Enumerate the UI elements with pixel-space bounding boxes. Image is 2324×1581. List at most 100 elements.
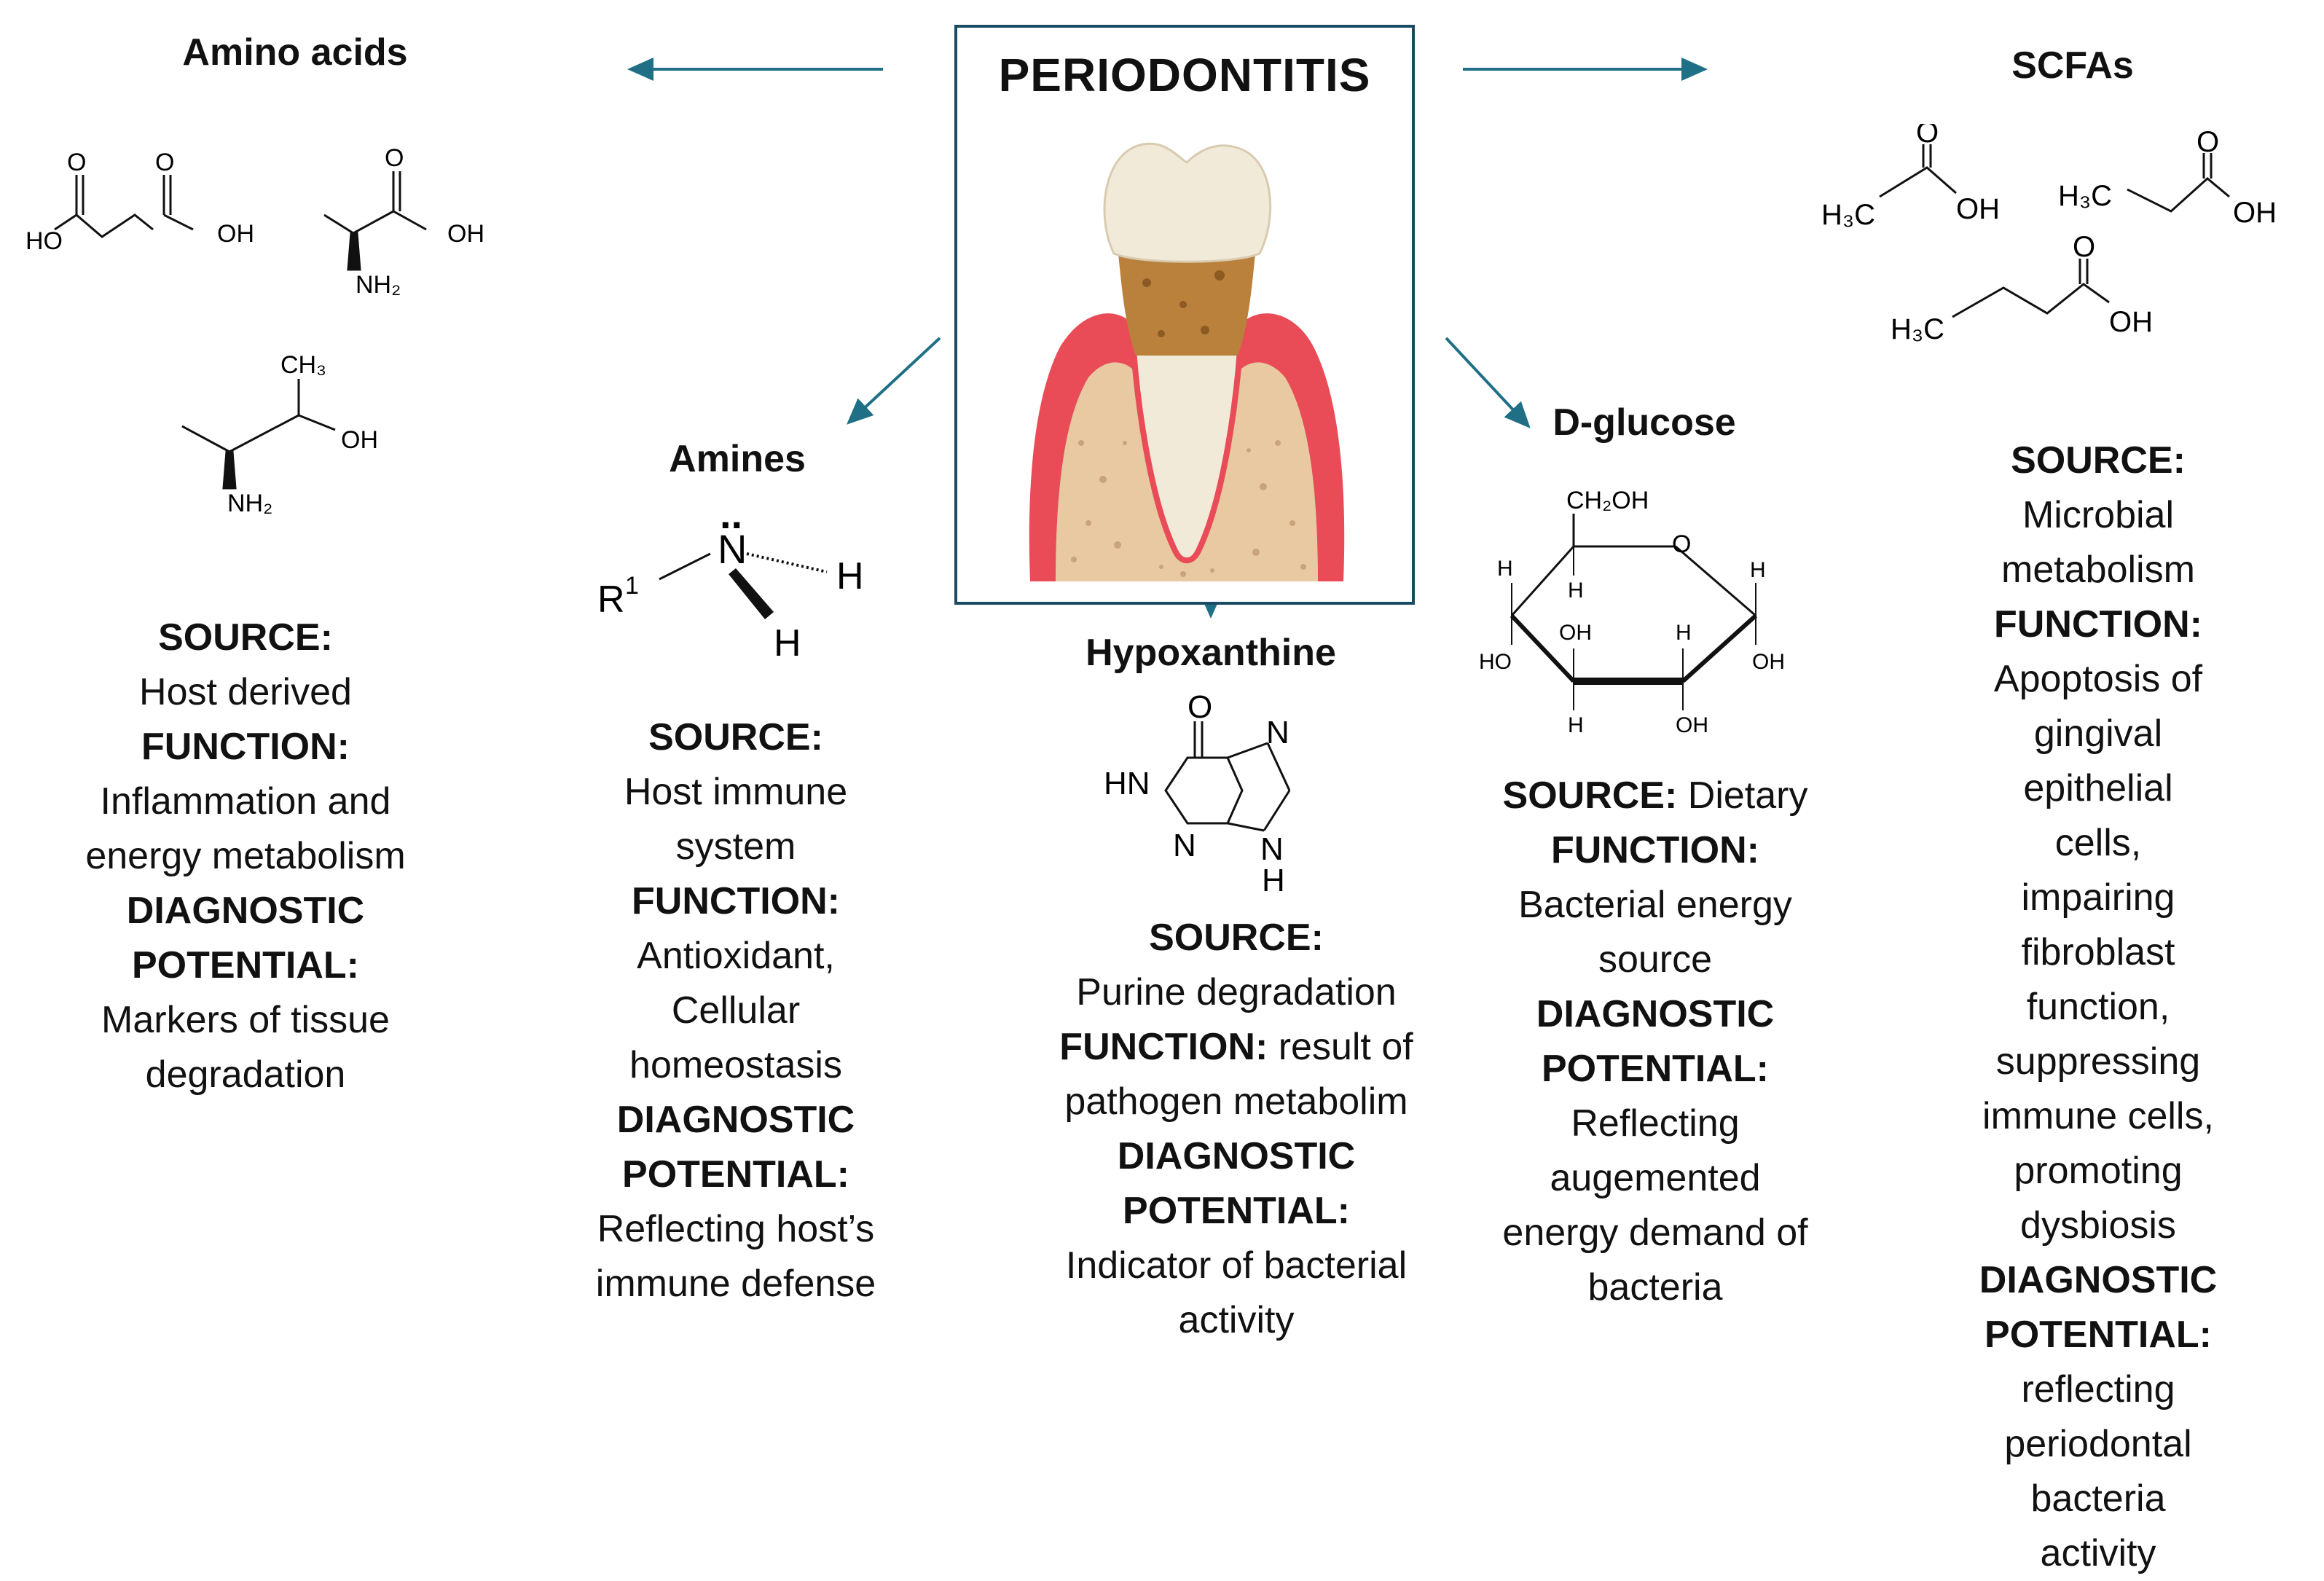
bone-texture xyxy=(1071,440,1306,577)
glucose-h-3: H xyxy=(1750,558,1766,582)
scfa-diag-label-2: POTENTIAL: xyxy=(1985,1314,2212,1356)
amine-h-2: H xyxy=(774,622,801,664)
hypox-function-2: pathogen metabolim xyxy=(1064,1080,1408,1123)
amino-function-label: FUNCTION: xyxy=(141,726,350,768)
amines-diag-label-1: DIAGNOSTIC xyxy=(616,1099,855,1141)
arrow-to-dglucose xyxy=(1445,337,1531,428)
hypox-n1: N xyxy=(1266,715,1289,750)
scfas-structures: H₃C O OH H₃C O OH H₃C O OH xyxy=(1821,124,2277,345)
dglucose-title: D-glucose xyxy=(1552,401,1736,444)
scfa-function-3: impairing fibroblast xyxy=(2021,876,2175,973)
glucose-h-2: H xyxy=(1568,578,1584,603)
scfa-diag-2: bacteria activity xyxy=(2030,1478,2166,1574)
amine-structure: R 1 N .. H H xyxy=(597,503,864,664)
hypox-diag-label-2: POTENTIAL: xyxy=(1123,1190,1350,1232)
amino-diag-1: Markers of tissue xyxy=(101,999,390,1041)
amines-diag-label-2: POTENTIAL: xyxy=(622,1153,849,1196)
scfa-function-4: function, suppressing xyxy=(1995,986,2201,1083)
glucose-oh-3: OH xyxy=(1676,713,1708,737)
tooth-root xyxy=(1128,323,1245,564)
amines-title: Amines xyxy=(669,438,806,480)
hypox-o: O xyxy=(1187,689,1212,725)
scfa-h3c-3: H₃C xyxy=(1891,313,1944,345)
amino-function-2: energy metabolism xyxy=(85,835,406,877)
hypox-diag-1: Indicator of bacterial xyxy=(1065,1244,1408,1287)
glucose-diag-2: augemented xyxy=(1550,1157,1761,1199)
scfa-function-6: promoting dysbiosis xyxy=(2014,1150,2183,1247)
glucose-diag-3: energy demand of xyxy=(1502,1212,1808,1254)
hypox-source: Purine degradation xyxy=(1076,971,1397,1013)
amino-diag-label-1: DIAGNOSTIC xyxy=(126,890,365,932)
glucose-o: O xyxy=(1672,530,1691,558)
scfa-h3c-2: H₃C xyxy=(2058,180,2112,212)
glucose-h-4: H xyxy=(1676,621,1692,645)
chem-nh2-1: NH₂ xyxy=(356,271,401,299)
scfa-o-2: O xyxy=(2197,126,2219,158)
glucose-ch2oh: CH₂OH xyxy=(1566,487,1649,514)
glucose-diag-4: bacteria xyxy=(1587,1266,1723,1309)
amines-function-1: Antioxidant, xyxy=(637,935,835,977)
dglucose-structure: CH₂OH O H H H H H OH OH OH HO xyxy=(1479,487,1785,737)
hypox-hn: HN xyxy=(1104,766,1150,801)
hypox-n3: N xyxy=(1260,831,1284,867)
chem-o-3: O xyxy=(385,144,404,172)
scfa-function-5: immune cells, xyxy=(1982,1095,2214,1137)
scfa-function-2: epithelial cells, xyxy=(2023,767,2173,864)
amino-function-1: Inflammation and xyxy=(100,780,391,823)
hypoxanthine-title: Hypoxanthine xyxy=(1086,632,1336,674)
hypoxanthine-structure: O HN N N N H xyxy=(1104,689,1291,898)
amino-source: Host derived xyxy=(139,671,352,713)
glucose-diag-1: Reflecting xyxy=(1571,1102,1740,1145)
amines-source-label: SOURCE: xyxy=(648,716,823,758)
glucose-h-5: H xyxy=(1568,713,1584,737)
amine-h-1: H xyxy=(836,555,864,597)
chem-nh2-2: NH₂ xyxy=(227,490,272,517)
scfa-h3c-1: H₃C xyxy=(1821,199,1875,231)
scfa-o-1: O xyxy=(1916,124,1939,149)
glucose-diag-label-2: POTENTIAL: xyxy=(1542,1048,1769,1090)
hypox-source-label: SOURCE: xyxy=(1149,917,1324,959)
glucose-oh-2: OH xyxy=(1752,650,1785,674)
amines-info: SOURCE: Host immune system FUNCTION: Ant… xyxy=(596,710,876,1311)
amino-acids-structures: HO OH O O OH O NH₂ CH₃ OH NH₂ xyxy=(25,144,484,517)
hypox-function-inline: result of xyxy=(1278,1026,1413,1068)
amines-function-2: Cellular xyxy=(671,989,801,1032)
tooth-crown xyxy=(1103,142,1272,263)
amino-diag-label-2: POTENTIAL: xyxy=(132,944,359,986)
amine-n: N xyxy=(718,526,747,572)
amine-r: R xyxy=(597,578,625,621)
scfa-function-label: FUNCTION: xyxy=(1994,603,2202,646)
scfa-source-inline: Microbial xyxy=(2022,494,2175,536)
scfa-oh-2: OH xyxy=(2233,197,2277,229)
periodontitis-box: PERIODONTITIS xyxy=(954,25,1415,605)
amino-acids-title: Amino acids xyxy=(182,31,408,74)
chem-ho: HO xyxy=(25,227,63,255)
hypox-n2: N xyxy=(1173,828,1196,863)
dglucose-info: SOURCE: Dietary FUNCTION: Bacterial ener… xyxy=(1502,769,1807,1315)
scfa-source-label: SOURCE: xyxy=(2011,439,2186,482)
glucose-diag-label-1: DIAGNOSTIC xyxy=(1536,993,1775,1035)
amines-function-3: homeostasis xyxy=(629,1044,842,1086)
tooth-illustration xyxy=(1029,142,1345,581)
glucose-source-inline: Dietary xyxy=(1687,774,1808,817)
calculus-spots xyxy=(1142,270,1225,337)
glucose-oh-1: OH xyxy=(1559,621,1592,645)
chem-o-2: O xyxy=(155,149,174,176)
glucose-h-1: H xyxy=(1497,557,1513,581)
amino-acids-info: SOURCE: Host derived FUNCTION: Inflammat… xyxy=(85,611,405,1102)
chem-ch3: CH₃ xyxy=(280,351,326,379)
hypoxanthine-info: SOURCE: Purine degradation FUNCTION: res… xyxy=(1059,911,1413,1348)
amines-source-1: Host immune xyxy=(624,771,848,813)
glucose-function-1: Bacterial energy xyxy=(1518,884,1792,926)
scfa-oh-3: OH xyxy=(2109,306,2153,338)
chem-oh-1: OH xyxy=(217,220,254,248)
amine-lone-pair: .. xyxy=(720,503,742,537)
glucose-ho: HO xyxy=(1479,650,1512,674)
scfas-info: SOURCE: Microbial metabolism FUNCTION: A… xyxy=(1979,434,2217,1581)
chem-oh-2: OH xyxy=(447,220,484,248)
hypox-diag-2: activity xyxy=(1178,1299,1295,1341)
scfa-source-2: metabolism xyxy=(2001,549,2195,591)
scfa-oh-1: OH xyxy=(1956,193,2000,225)
hypox-diag-label-1: DIAGNOSTIC xyxy=(1117,1135,1356,1177)
chem-o-1: O xyxy=(67,149,86,176)
